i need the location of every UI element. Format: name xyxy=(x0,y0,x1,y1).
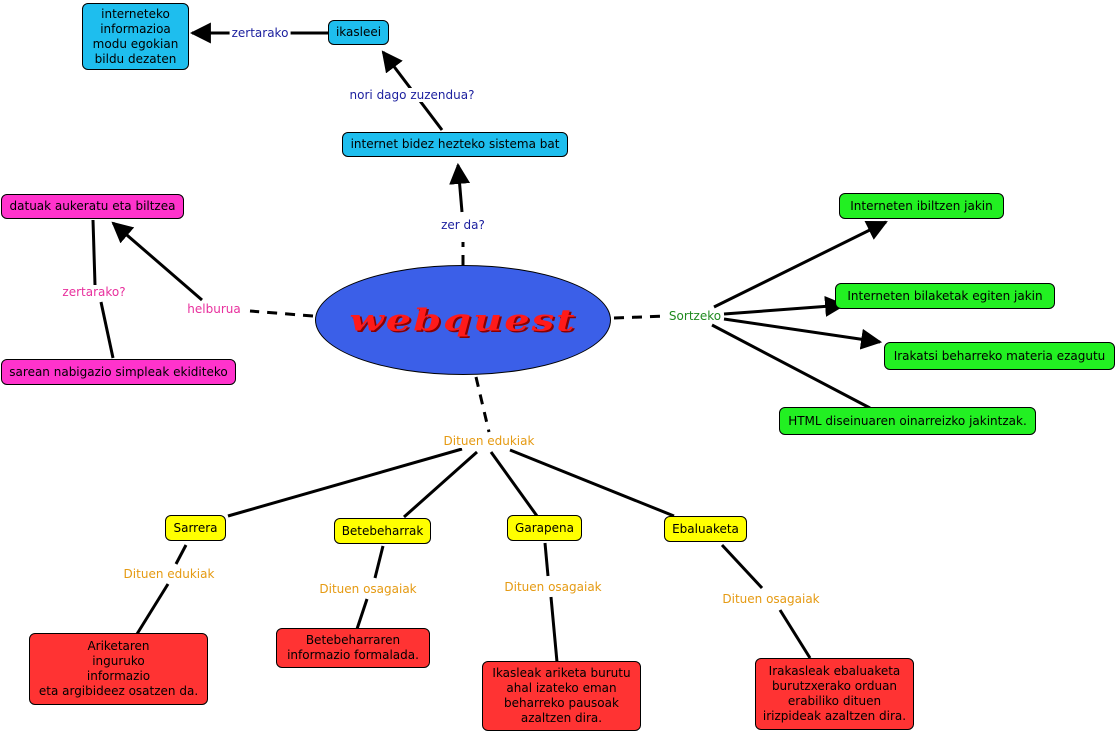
label-osagaiak-ebaluaketa: Dituen osagaiak xyxy=(720,592,822,606)
edge-center-helburua xyxy=(249,309,314,318)
edge-center-sortzeko xyxy=(613,314,669,320)
node-irakasleak[interactable]: Irakasleak ebaluaketa burutzxerako ordua… xyxy=(755,658,914,730)
label-nori: nori dago zuzendua? xyxy=(347,88,477,102)
edge-sortzeko-html xyxy=(711,323,871,410)
edge-osagaiak-ikasleak xyxy=(549,596,559,663)
edge-osagaiak-irakasleak xyxy=(778,609,812,659)
edge-helburua-datuak xyxy=(111,221,203,302)
label-osagaiak-betebeharrak: Dituen osagaiak xyxy=(317,582,419,596)
node-betebeharraren[interactable]: Betebeharraren informazio formalada. xyxy=(276,628,430,668)
label-dituen-edukiak-sarrera: Dituen edukiak xyxy=(121,567,217,581)
webquest-center-ellipse[interactable]: webquest xyxy=(315,265,611,375)
node-garapena[interactable]: Garapena xyxy=(507,515,582,541)
node-bilaketak[interactable]: Interneten bilaketak egiten jakin xyxy=(835,283,1055,309)
node-sarrera[interactable]: Sarrera xyxy=(165,515,226,541)
edge-center-edukiak xyxy=(474,376,491,433)
edge-garapena-osagaiak xyxy=(543,542,550,577)
node-html[interactable]: HTML diseinuaren oinarreizko jakintzak. xyxy=(779,407,1036,435)
edge-sarrera-edukiak xyxy=(174,544,188,565)
edge-edukiak-garapena xyxy=(489,451,539,517)
node-ibiltzen[interactable]: Interneten ibiltzen jakin xyxy=(839,193,1004,219)
edge-datuak-sarean xyxy=(91,219,97,286)
label-zertarako-top: zertarako xyxy=(229,26,291,40)
edge-betebeharrak-osagaiak xyxy=(373,545,385,579)
label-helburua: helburua xyxy=(185,302,243,316)
node-ebaluaketa[interactable]: Ebaluaketa xyxy=(664,516,747,542)
label-zertarako-q: zertarako? xyxy=(60,285,128,299)
edge-sortzeko-irakatsi xyxy=(723,317,883,350)
node-ariketaren[interactable]: Ariketaren inguruko informazio eta argib… xyxy=(29,633,208,705)
edge-edukiak-sarrera xyxy=(227,447,463,518)
edge-edukiak-ebaluaketa xyxy=(509,448,675,518)
edge-sortzeko-ibiltzen xyxy=(713,220,888,309)
node-sistema[interactable]: internet bidez hezteko sistema bat xyxy=(342,132,568,157)
node-sarean[interactable]: sarean nabigazio simpleak ekiditeko xyxy=(1,359,236,385)
edge-ebaluaketa-osagaiak xyxy=(720,543,764,590)
edge-edukiak-betebeharrak xyxy=(403,450,478,519)
label-osagaiak-garapena: Dituen osagaiak xyxy=(502,580,604,594)
edge-zerda-sistema xyxy=(449,162,471,213)
edge-edukiak-ariketaren xyxy=(135,583,170,635)
label-zer-da: zer da? xyxy=(439,218,487,232)
label-dituen-edukiak-main: Dituen edukiak xyxy=(441,434,537,448)
node-ikasleak[interactable]: Ikasleak ariketa burutu ahal izateko ema… xyxy=(482,661,641,731)
label-sortzeko: Sortzeko xyxy=(666,309,724,323)
edge-sortzeko-bilaketak xyxy=(723,295,847,317)
node-datuak[interactable]: datuak aukeratu eta biltzea xyxy=(1,194,184,219)
node-irakatsi[interactable]: Irakatsi beharreko materia ezagutu xyxy=(884,342,1115,370)
webquest-title: webquest xyxy=(349,302,577,338)
edge-osagaiak-betebeharraren xyxy=(355,598,369,630)
edge-zertarako-sarean xyxy=(99,301,115,359)
node-ikasleei[interactable]: ikasleei xyxy=(328,20,389,45)
node-betebeharrak[interactable]: Betebeharrak xyxy=(334,518,431,544)
node-interneteko[interactable]: interneteko informazioa modu egokian bil… xyxy=(82,3,189,70)
